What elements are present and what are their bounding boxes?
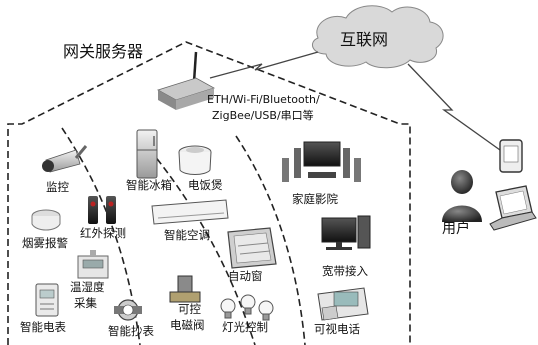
temp-humidity-label-line1: 温湿度 xyxy=(70,280,105,294)
video-phone-icon xyxy=(317,287,369,321)
air-conditioner-icon xyxy=(151,199,229,225)
rice-cooker-icon xyxy=(178,145,212,175)
refrigerator-icon xyxy=(136,129,158,179)
light-control-label: 灯光控制 xyxy=(222,320,268,334)
user-label: 用户 xyxy=(442,221,470,237)
smoke-detector-icon xyxy=(31,209,61,231)
lightning-gateway-cloud xyxy=(209,51,319,79)
water-meter-icon xyxy=(114,299,142,321)
smart-ac-label: 智能空调 xyxy=(164,228,210,242)
zone-divider-3 xyxy=(235,135,306,345)
internet-label: 互联网 xyxy=(340,30,389,49)
home-theater-label: 家庭影院 xyxy=(292,192,338,206)
monitor-label: 监控 xyxy=(46,180,69,194)
gateway-protocols-line1: ETH/Wi-Fi/Bluetooth/ xyxy=(207,93,320,106)
cloud-icon xyxy=(311,5,444,69)
mobile-phone-icon xyxy=(499,139,523,173)
auto-window-label: 自动窗 xyxy=(228,269,263,283)
infrared-detector-icon xyxy=(88,196,116,224)
zone-divider-2 xyxy=(149,149,256,345)
temp-humidity-label-line2: 采集 xyxy=(74,296,97,310)
smart-reading-label: 智能抄表 xyxy=(108,324,154,338)
lightning-cloud-user xyxy=(407,63,501,151)
smart-fridge-label: 智能冰箱 xyxy=(126,178,172,192)
user-person-icon xyxy=(442,170,482,222)
video-phone-label: 可视电话 xyxy=(314,322,360,336)
router-icon xyxy=(156,51,216,110)
gateway-protocols-line2: ZigBee/USB/串口等 xyxy=(212,109,314,122)
surveillance-camera-icon xyxy=(42,145,88,173)
smoke-alarm-label: 烟雾报警 xyxy=(22,236,68,250)
valve-label-line2: 电磁阀 xyxy=(170,318,205,332)
house-roof-walls xyxy=(7,41,411,345)
infrared-detection-label: 红外探测 xyxy=(80,226,126,240)
home-theater-icon xyxy=(282,141,361,182)
rice-cooker-label: 电饭煲 xyxy=(188,178,223,192)
desktop-computer-icon xyxy=(321,215,371,250)
gateway-server-label: 网关服务器 xyxy=(63,42,144,61)
smart-meter-label: 智能电表 xyxy=(20,320,66,334)
valve-label-line1: 可控 xyxy=(178,302,201,316)
solenoid-valve-icon xyxy=(169,275,201,303)
temperature-humidity-sensor-icon xyxy=(77,250,109,279)
automatic-window-icon xyxy=(227,227,277,269)
laptop-icon xyxy=(489,185,537,231)
smart-electric-meter-icon xyxy=(35,283,59,317)
light-bulb-icon xyxy=(220,294,274,321)
broadband-label: 宽带接入 xyxy=(322,264,368,278)
wireless-links xyxy=(209,51,501,151)
